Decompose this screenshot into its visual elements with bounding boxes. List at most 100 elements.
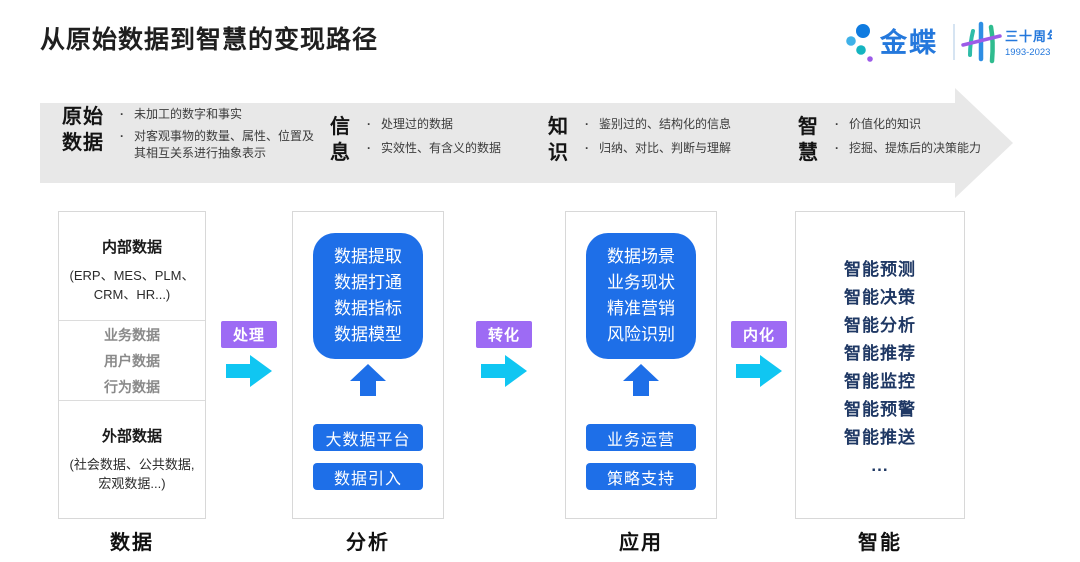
intelligence-item: 智能决策 (844, 288, 916, 307)
bullet-dot: · (835, 141, 839, 155)
brand-name: 金蝶 (879, 27, 938, 58)
column-label-intelligence: 智能 (858, 531, 902, 554)
bullet-dot: · (120, 129, 124, 143)
capability-line: 数据模型 (334, 325, 402, 344)
stage-heading: 知 识 (548, 114, 569, 166)
connector-internalize: 内化 (731, 321, 787, 387)
kingdee-dots-icon (846, 24, 873, 62)
column-label-application: 应用 (619, 531, 663, 554)
column-label-analysis: 分析 (346, 531, 390, 554)
capability-line: 风险识别 (607, 325, 675, 344)
section-line: (社会数据、公共数据, (69, 457, 195, 472)
stage-bullet: · 价值化的知识 (835, 116, 981, 133)
intelligence-item-ellipsis: ... (871, 456, 889, 475)
bullet-text: 鉴别过的、结构化的信息 (599, 117, 732, 131)
intelligence-item: 智能预测 (844, 260, 916, 279)
data-import-tag: 数据引入 (313, 463, 423, 490)
stage-bullet: · 未加工的数字和事实 (120, 106, 316, 123)
capability-line: 数据场景 (607, 247, 675, 266)
stage-heading-line: 数据 (62, 132, 104, 154)
intelligence-list: 智能预测 智能决策 智能分析 智能推荐 智能监控 智能预警 智能推送 ... (796, 212, 964, 474)
stage-information: 信 息 · 处理过的数据 · 实效性、有含义的数据 (330, 114, 501, 166)
bullet-text: 未加工的数字和事实 (134, 107, 243, 121)
capability-line: 精准营销 (607, 299, 675, 318)
application-capability-box: 数据场景 业务现状 精准营销 风险识别 (586, 233, 696, 359)
stage-heading-line: 知 (548, 116, 569, 138)
bullet-text: 价值化的知识 (849, 117, 922, 131)
section-line: CRM、HR...) (93, 287, 171, 302)
anniversary-years: 1993-2023 (1005, 47, 1050, 58)
bullet-text: 挖掘、提炼后的决策能力 (849, 141, 982, 155)
right-arrow-icon (736, 355, 782, 387)
stage-heading-line: 信 (330, 116, 351, 138)
intelligence-column-box: 智能预测 智能决策 智能分析 智能推荐 智能监控 智能预警 智能推送 ... (795, 211, 965, 519)
capability-lines: 数据提取 数据打通 数据指标 数据模型 (334, 244, 402, 348)
intelligence-item: 智能分析 (844, 316, 916, 335)
stage-knowledge: 知 识 · 鉴别过的、结构化的信息 · 归纳、对比、判断与理解 (548, 114, 731, 166)
stage-heading-line: 原始 (62, 106, 104, 128)
application-column-box: 数据场景 业务现状 精准营销 风险识别 业务运营 策略支持 (565, 211, 717, 519)
intelligence-item: 智能监控 (844, 372, 916, 391)
data-type-item: 用户数据 (104, 352, 160, 369)
section-title: 外部数据 (101, 428, 162, 445)
stage-bullet: · 归纳、对比、判断与理解 (585, 140, 731, 157)
column-label-data: 数据 (110, 531, 154, 554)
connector-process: 处理 (221, 321, 277, 387)
capability-line: 数据指标 (334, 299, 402, 318)
up-arrow-icon (623, 364, 659, 396)
kingdee-logo-graphic: 金蝶 三十周年 1993-2023 (846, 21, 1060, 64)
data-type-item: 行为数据 (104, 378, 160, 395)
capability-line: 业务现状 (607, 273, 675, 292)
stage-bullet-list: · 价值化的知识 · 挖掘、提炼后的决策能力 (835, 116, 981, 164)
bullet-dot: · (585, 117, 589, 131)
stage-wisdom: 智 慧 · 价值化的知识 · 挖掘、提炼后的决策能力 (798, 114, 981, 166)
stage-bullet: · 实效性、有含义的数据 (367, 140, 501, 157)
bullet-text: 对客观事物的数量、属性、位置及其相互关系进行抽象表示 (134, 129, 315, 160)
bullet-dot: · (367, 141, 371, 155)
strategy-support-tag: 策略支持 (586, 463, 696, 490)
analysis-capability-box: 数据提取 数据打通 数据指标 数据模型 (313, 233, 423, 359)
data-types-section: 业务数据 用户数据 行为数据 (59, 320, 205, 400)
intelligence-item: 智能推送 (844, 428, 916, 447)
analysis-column-box: 数据提取 数据打通 数据指标 数据模型 大数据平台 数据引入 (292, 211, 444, 519)
connector-label: 内化 (731, 321, 787, 348)
right-arrow-icon (481, 355, 527, 387)
internal-data-section: 内部数据 (ERP、MES、PLM、 CRM、HR...) (59, 212, 205, 320)
bullet-dot: · (120, 107, 124, 121)
connector-transform: 转化 (476, 321, 532, 387)
connector-label: 转化 (476, 321, 532, 348)
business-operation-tag: 业务运营 (586, 424, 696, 451)
stage-bullet: · 对客观事物的数量、属性、位置及其相互关系进行抽象表示 (120, 128, 316, 162)
stage-heading-line: 智 (798, 116, 819, 138)
stage-heading: 原始 数据 (62, 104, 104, 156)
stage-heading: 智 慧 (798, 114, 819, 166)
data-column-box: 内部数据 (ERP、MES、PLM、 CRM、HR...) 业务数据 用户数据 … (58, 211, 206, 519)
stage-heading: 信 息 (330, 114, 351, 166)
section-title: 内部数据 (101, 239, 162, 256)
intelligence-item: 智能推荐 (844, 344, 916, 363)
stage-bullet-list: · 处理过的数据 · 实效性、有含义的数据 (367, 116, 501, 164)
thirty-mark-icon (961, 21, 1002, 64)
bullet-dot: · (835, 117, 839, 131)
external-data-section: 外部数据 (社会数据、公共数据, 宏观数据...) (59, 400, 205, 518)
kingdee-logo: 金蝶 三十周年 1993-2023 (842, 14, 1060, 70)
section-line: 宏观数据...) (98, 476, 166, 491)
stage-heading-line: 息 (330, 142, 351, 164)
intelligence-item: 智能预警 (844, 400, 916, 419)
big-data-platform-tag: 大数据平台 (313, 424, 423, 451)
capability-line: 数据提取 (334, 247, 402, 266)
stage-heading-line: 识 (548, 142, 569, 164)
up-arrow-icon (350, 364, 386, 396)
section-line: (ERP、MES、PLM、 (69, 268, 195, 283)
data-type-item: 业务数据 (104, 326, 160, 343)
right-arrow-icon (226, 355, 272, 387)
anniversary-text: 三十周年 (1005, 29, 1052, 44)
stage-bullet: · 鉴别过的、结构化的信息 (585, 116, 731, 133)
bullet-text: 实效性、有含义的数据 (381, 141, 502, 155)
stage-bullet-list: · 鉴别过的、结构化的信息 · 归纳、对比、判断与理解 (585, 116, 731, 164)
stage-heading-line: 慧 (798, 142, 819, 164)
capability-line: 数据打通 (334, 273, 402, 292)
bullet-dot: · (585, 141, 589, 155)
bullet-text: 归纳、对比、判断与理解 (599, 141, 732, 155)
